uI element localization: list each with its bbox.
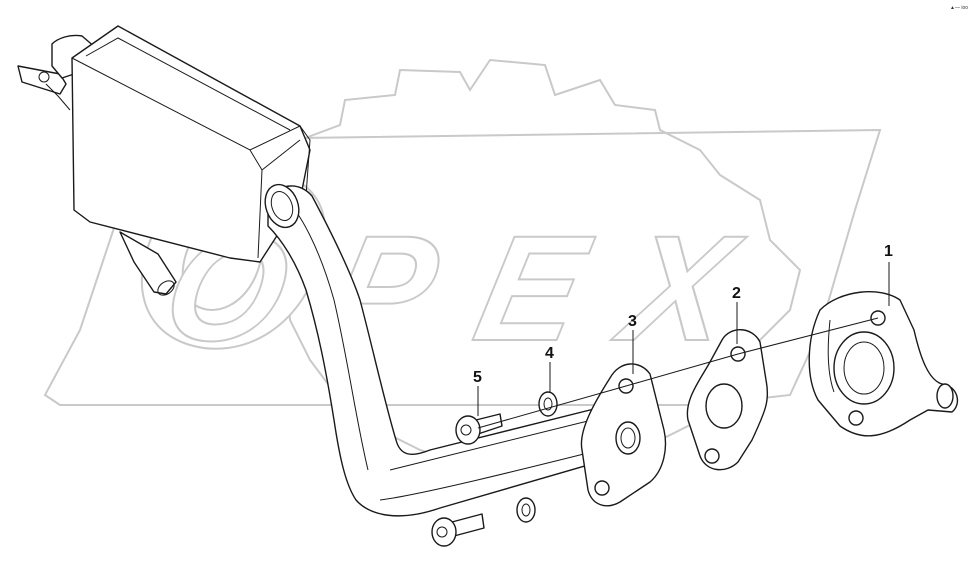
assembly-centerline (477, 317, 879, 429)
callout-2: 2 (732, 285, 741, 302)
callout-4: 4 (545, 345, 554, 362)
callout-3: 3 (628, 313, 637, 330)
callout-1: 1 (884, 243, 893, 260)
callout-5: 5 (473, 369, 482, 386)
flange-housing (808, 291, 959, 437)
gasket (686, 329, 769, 471)
washer-lower (516, 497, 536, 523)
muffler-box (17, 25, 311, 296)
corner-mark: ▲— ioo (950, 5, 968, 11)
bolt-upper (455, 413, 503, 445)
pipe-flange (580, 363, 667, 507)
washer-upper (538, 391, 558, 417)
bolt-lower (431, 513, 485, 547)
